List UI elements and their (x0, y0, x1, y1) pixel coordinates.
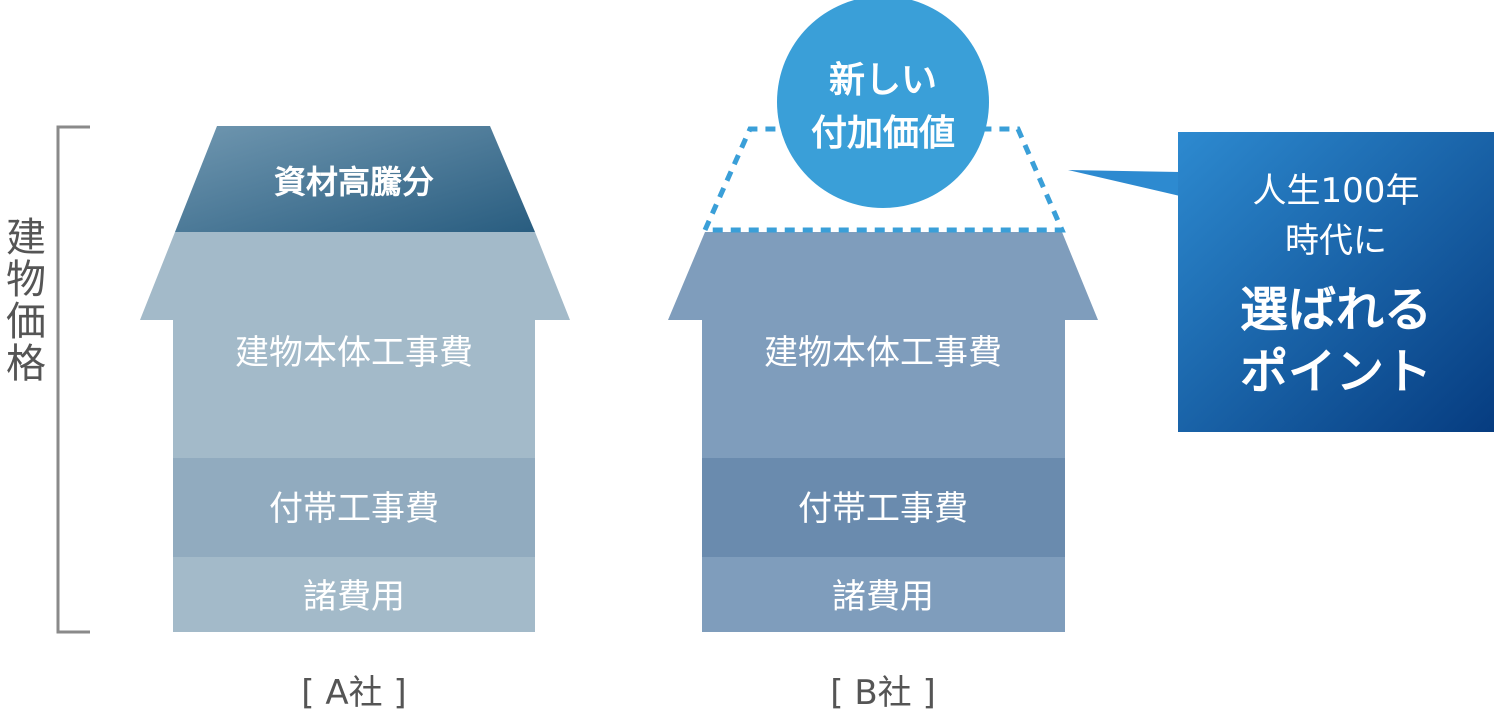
callout-pointer (1068, 170, 1180, 196)
callout-box (1068, 132, 1494, 432)
callout-line1: 人生100年 (1253, 171, 1420, 211)
house-b-bottom-block (702, 557, 1065, 632)
house-a-bottom-label: 諸費用 (303, 577, 405, 617)
house-b (668, 126, 1098, 632)
axis-bracket (56, 125, 90, 634)
axis-label: 建物価格 (0, 216, 46, 384)
callout-line2: 時代に (1285, 221, 1387, 261)
house-a-roof-label: 資材高騰分 (274, 163, 434, 201)
house-a (140, 126, 570, 632)
house-a-middle-block (173, 458, 535, 557)
house-a-main-block (140, 232, 570, 458)
bubble-line1: 新しい (829, 60, 937, 101)
house-a-middle-label: 付帯工事費 (269, 489, 439, 529)
house-a-caption: [ A社 ] (301, 673, 406, 712)
house-b-main-block (668, 232, 1098, 458)
house-a-main-label: 建物本体工事費 (235, 333, 473, 373)
callout-line4: ポイント (1240, 344, 1432, 400)
bubble-line2: 付加価値 (811, 113, 955, 154)
house-b-middle-label: 付帯工事費 (798, 489, 968, 529)
house-b-caption: [ B社 ] (830, 673, 935, 712)
house-a-roof-block (175, 126, 535, 232)
house-b-dashed-roof (702, 126, 1066, 233)
value-bubble (777, 0, 989, 208)
house-b-main-label: 建物本体工事費 (764, 333, 1002, 373)
callout-line3: 選ばれる (1240, 282, 1432, 338)
house-b-bottom-label: 諸費用 (832, 577, 934, 617)
house-a-bottom-block (173, 557, 535, 632)
house-b-middle-block (702, 458, 1065, 557)
